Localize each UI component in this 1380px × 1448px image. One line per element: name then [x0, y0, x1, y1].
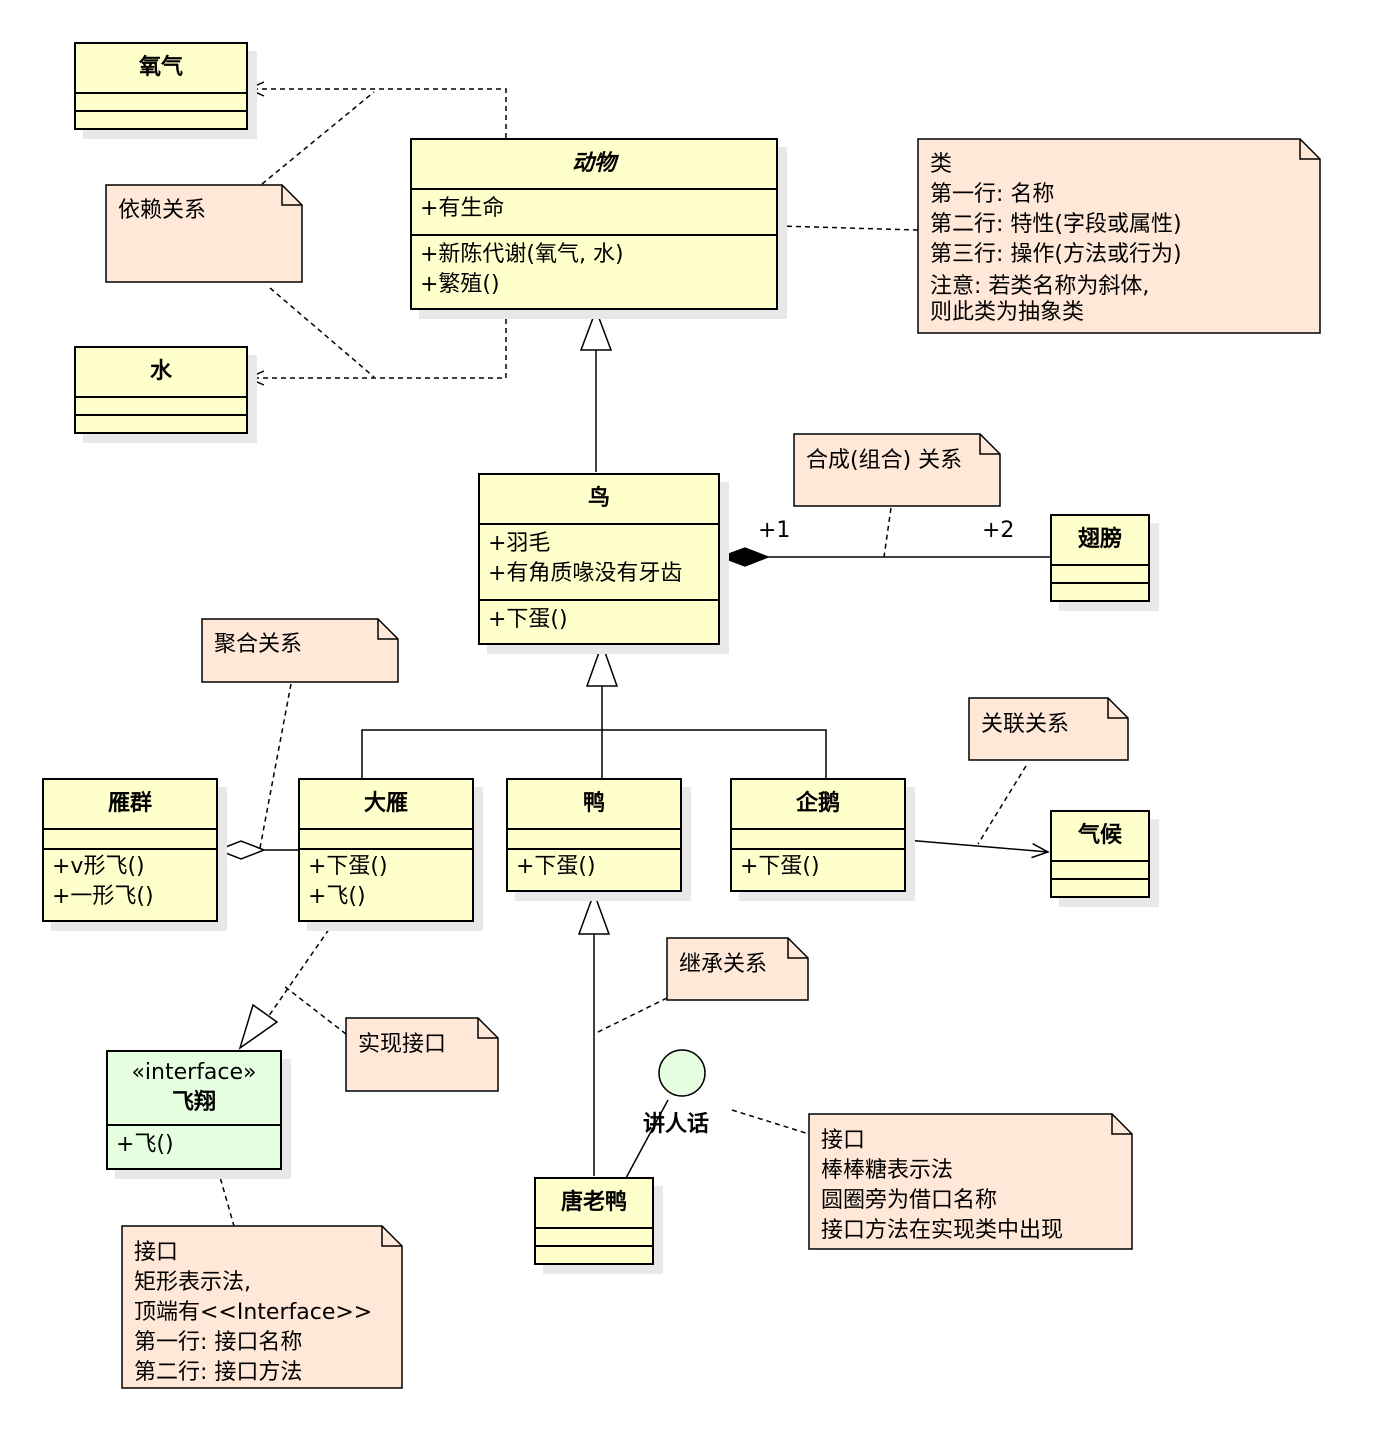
- note-link-dependency-bottom: [269, 287, 375, 378]
- penguin-operation: +下蛋(): [740, 854, 820, 879]
- note-shape-class-desc: [917, 138, 1321, 334]
- class-wing[interactable]: 翅膀: [1050, 514, 1150, 602]
- animal-attribute: +有生命: [420, 196, 505, 221]
- note-shape-dependency: [105, 184, 303, 283]
- note-shape-association: [968, 697, 1129, 761]
- dependency-oxygen-line: [246, 81, 507, 138]
- note-interface-description: 接口 矩形表示法, 顶端有<<Interface>> 第一行: 接口名称 第二行…: [134, 1240, 373, 1385]
- note-shape-lollipop-desc: [808, 1113, 1133, 1250]
- note-aggregation: 聚合关系: [214, 632, 303, 657]
- class-bird[interactable]: 鸟 +羽毛 +有角质喙没有牙齿 +下蛋(): [478, 473, 720, 645]
- class-donald-duck[interactable]: 唐老鸭: [534, 1177, 654, 1265]
- class-bird-name: 鸟: [480, 475, 718, 525]
- note-link-association: [977, 765, 1027, 845]
- interface-operation: +飞(): [116, 1132, 174, 1157]
- bird-attribute: +羽毛: [488, 531, 551, 556]
- bird-operation: +下蛋(): [488, 607, 568, 632]
- class-goose-flock[interactable]: 雁群 +v形飞() +一形飞(): [42, 778, 218, 922]
- class-water-name: 水: [76, 348, 246, 398]
- note-link-lollipop: [731, 1109, 810, 1135]
- multiplicity-wing: +2: [982, 518, 1015, 543]
- class-oxygen[interactable]: 氧气: [74, 42, 248, 130]
- lollipop-name: 讲人话: [643, 1112, 710, 1137]
- note-realization: 实现接口: [358, 1032, 447, 1057]
- goose-flock-operation: +v形飞(): [52, 854, 145, 879]
- realization-line: [265, 921, 335, 1021]
- note-link-class-desc: [777, 225, 919, 231]
- note-shape-composition: [793, 433, 1001, 507]
- class-penguin-name: 企鹅: [732, 780, 904, 830]
- class-climate[interactable]: 气候: [1050, 810, 1150, 898]
- note-lollipop-description: 接口 棒棒糖表示法 圆圈旁为借口名称 接口方法在实现类中出现: [821, 1128, 1064, 1243]
- note-link-composition: [883, 507, 892, 558]
- note-link-realization: [283, 985, 347, 1035]
- note-inheritance: 继承关系: [679, 952, 768, 977]
- association-line: [905, 839, 1050, 859]
- generalization-subclasses: [361, 686, 827, 778]
- class-animal-name: 动物: [412, 140, 776, 190]
- class-duck[interactable]: 鸭 +下蛋(): [506, 778, 682, 892]
- animal-operation: +繁殖(): [420, 272, 500, 297]
- class-oxygen-name: 氧气: [76, 44, 246, 94]
- note-dependency: 依赖关系: [118, 198, 207, 223]
- note-shape-realization: [345, 1017, 499, 1092]
- note-composition: 合成(组合) 关系: [806, 448, 963, 473]
- interface-stereotype: «interface»: [131, 1060, 257, 1085]
- class-wing-name: 翅膀: [1052, 516, 1148, 566]
- class-water[interactable]: 水: [74, 346, 248, 434]
- lollipop-circle: [658, 1049, 706, 1097]
- class-goose-flock-name: 雁群: [44, 780, 216, 830]
- multiplicity-bird: +1: [758, 518, 791, 543]
- note-link-iface: [217, 1169, 235, 1227]
- class-goose[interactable]: 大雁 +下蛋() +飞(): [298, 778, 474, 922]
- goose-flock-operation: +一形飞(): [52, 884, 154, 909]
- class-animal[interactable]: 动物 +有生命 +新陈代谢(氧气, 水) +繁殖(): [410, 138, 778, 310]
- note-association: 关联关系: [981, 712, 1070, 737]
- animal-operation: +新陈代谢(氧气, 水): [420, 242, 624, 267]
- interface-fly[interactable]: «interface» 飞翔 +飞(): [106, 1050, 282, 1170]
- note-shape-iface-desc: [121, 1225, 403, 1389]
- note-link-inheritance: [595, 997, 668, 1034]
- goose-operation: +飞(): [308, 884, 366, 909]
- goose-operation: +下蛋(): [308, 854, 388, 879]
- note-shape-inheritance: [666, 937, 809, 1001]
- note-shapes: [105, 138, 1321, 1389]
- class-penguin[interactable]: 企鹅 +下蛋(): [730, 778, 906, 892]
- dependency-water-line: [246, 310, 507, 386]
- interface-fly-name: 飞翔: [171, 1090, 216, 1115]
- lollipop-stick: [625, 1099, 669, 1179]
- class-climate-name: 气候: [1052, 812, 1148, 862]
- duck-operation: +下蛋(): [516, 854, 596, 879]
- class-duck-name: 鸭: [508, 780, 680, 830]
- class-goose-name: 大雁: [300, 780, 472, 830]
- bird-attribute: +有角质喙没有牙齿: [488, 561, 683, 586]
- note-link-dependency-top: [261, 91, 375, 185]
- class-donald-duck-name: 唐老鸭: [536, 1179, 652, 1229]
- note-shape-aggregation: [201, 618, 399, 683]
- note-class-description: 类 第一行: 名称 第二行: 特性(字段或属性) 第三行: 操作(方法或行为) …: [930, 152, 1182, 325]
- note-link-aggregation: [259, 683, 292, 849]
